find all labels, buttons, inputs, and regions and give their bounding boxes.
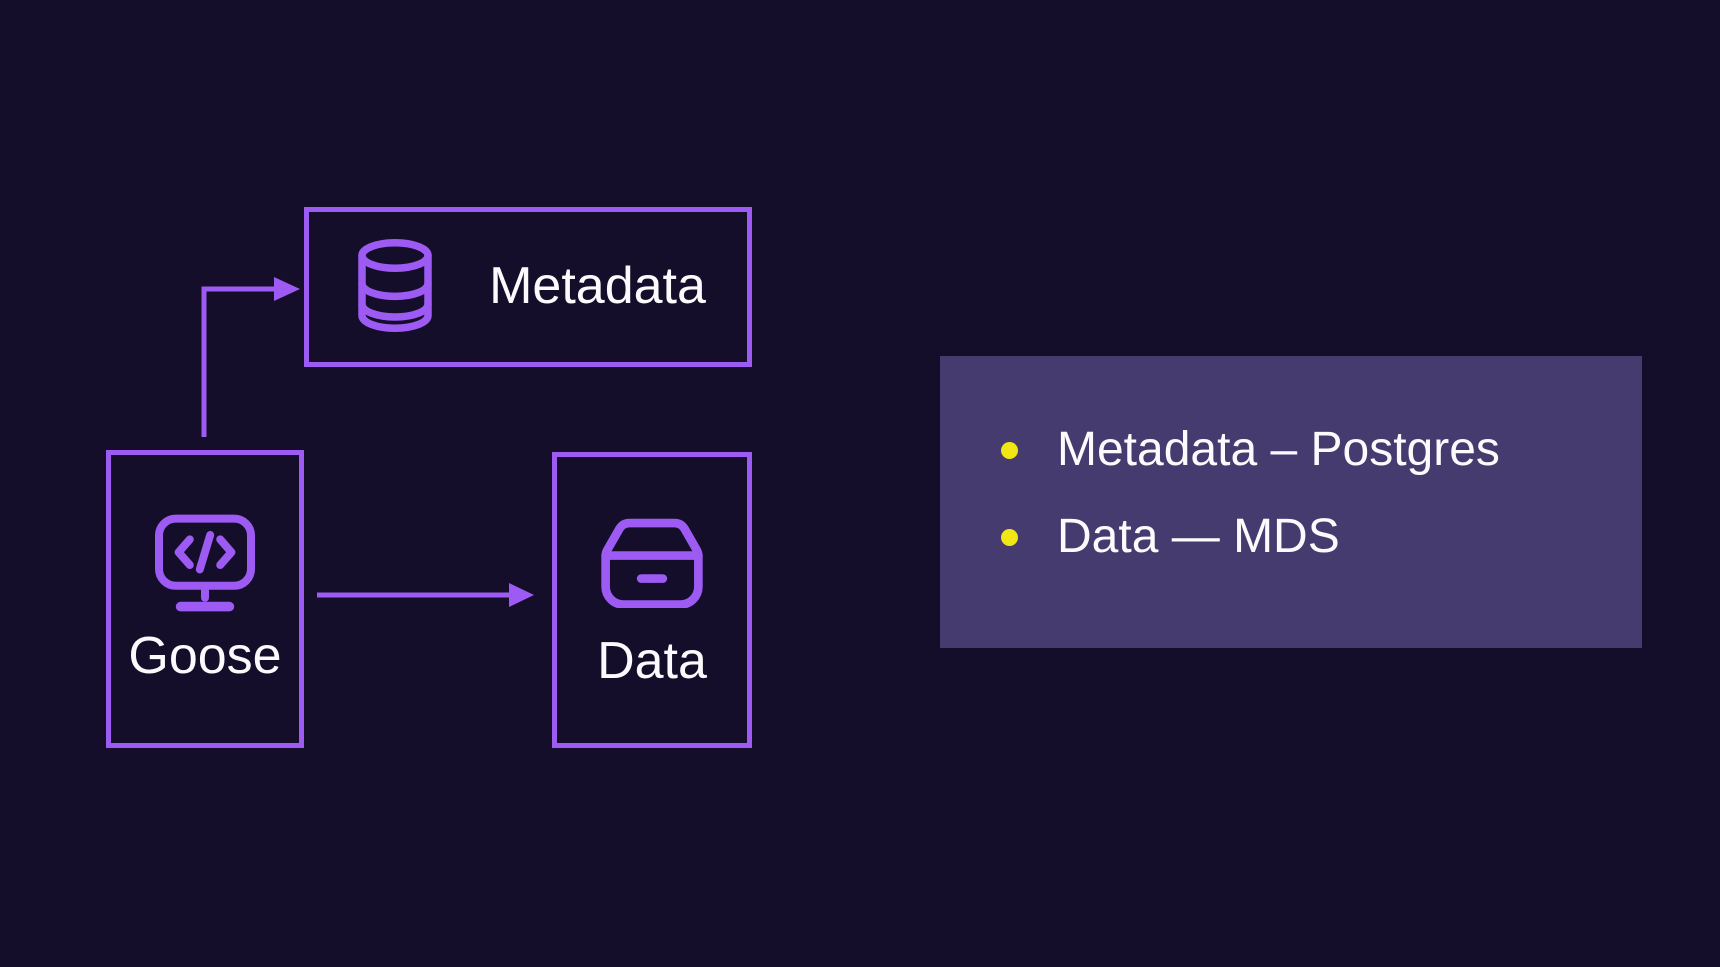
legend-item: Metadata – Postgres [1001, 422, 1612, 478]
node-data-label: Data [597, 632, 707, 690]
database-icon [358, 238, 432, 332]
node-metadata: Metadata [304, 207, 752, 367]
legend-item-text: Metadata – Postgres [1057, 423, 1500, 476]
node-goose-label: Goose [128, 627, 282, 685]
node-metadata-label: Metadata [489, 257, 706, 316]
code-monitor-icon [155, 514, 255, 612]
legend-item: Data — MDS [1001, 509, 1612, 565]
bullet-dot [1001, 441, 1018, 459]
storage-drawer-icon [601, 518, 703, 608]
arrow-goose-to-metadata [201, 277, 300, 437]
bullet-dot [1001, 528, 1018, 546]
legend-panel: Metadata – Postgres Data — MDS [940, 356, 1642, 648]
legend-item-text: Data — MDS [1057, 510, 1340, 563]
node-data: Data [552, 452, 752, 748]
node-goose: Goose [106, 450, 304, 748]
arrow-goose-to-data [317, 583, 534, 607]
